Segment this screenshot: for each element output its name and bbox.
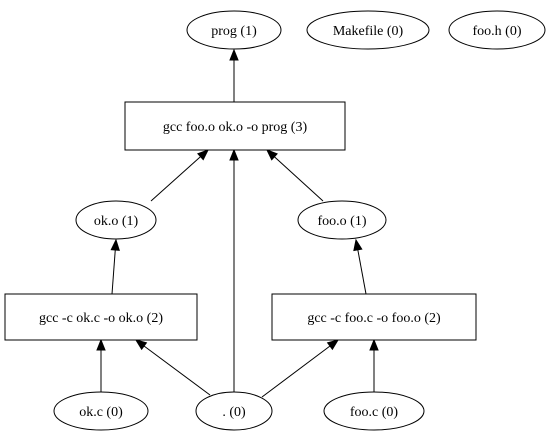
node-gcc-foo-label: gcc -c foo.c -o foo.o (2) (307, 311, 441, 326)
node-foo-c-label: foo.c (0) (350, 405, 399, 420)
edge-foo-c-to-gcc-foo (369, 338, 379, 392)
node-gcc-ok: gcc -c ok.c -o ok.o (2) (4, 293, 198, 341)
arrowhead-icon (134, 339, 148, 351)
edge-line (261, 345, 331, 398)
edge-gcc-foo-to-foo-o (353, 238, 367, 295)
node-foo-o-label: foo.o (1) (318, 214, 367, 229)
node-prog-label: prog (1) (211, 24, 257, 39)
edges-layer (96, 48, 379, 398)
node-ok-o-label: ok.o (1) (94, 214, 139, 229)
arrowhead-icon (197, 149, 210, 161)
node-makefile-label: Makefile (0) (333, 24, 404, 39)
arrowhead-icon (229, 48, 239, 61)
node-ok-o: ok.o (1) (75, 200, 157, 240)
node-gcc-link: gcc foo.o ok.o -o prog (3) (124, 101, 346, 151)
edge-gcc-ok-to-ok-o (110, 238, 120, 295)
arrowhead-icon (110, 238, 120, 251)
edge-line (357, 249, 367, 295)
edge-dot-to-gcc-foo (261, 339, 340, 398)
arrowhead-icon (369, 338, 379, 351)
node-ok-c: ok.c (0) (53, 391, 149, 431)
node-foo-c: foo.c (0) (323, 391, 425, 431)
edge-dot-to-gcc-ok (134, 339, 211, 396)
arrowhead-icon (229, 148, 239, 161)
arrowhead-icon (266, 149, 278, 161)
edge-line (143, 345, 211, 396)
edge-ok-c-to-gcc-ok (96, 338, 106, 392)
edge-line (150, 156, 201, 202)
edge-line (274, 156, 324, 202)
edge-ok-o-to-gcc-link (150, 149, 210, 202)
node-ok-c-label: ok.c (0) (79, 405, 123, 420)
node-makefile: Makefile (0) (306, 10, 430, 50)
edge-line (111, 249, 116, 295)
arrowhead-icon (326, 339, 340, 351)
node-foo-h: foo.h (0) (448, 10, 546, 50)
edge-gcc-link-to-prog (229, 48, 239, 102)
edge-foo-o-to-gcc-link (266, 149, 324, 202)
arrowhead-icon (96, 338, 106, 351)
node-dot: . (0) (195, 391, 273, 431)
node-gcc-link-label: gcc foo.o ok.o -o prog (3) (163, 120, 308, 135)
node-foo-o: foo.o (1) (297, 200, 387, 240)
node-foo-h-label: foo.h (0) (473, 24, 522, 39)
arrowhead-icon (353, 238, 363, 252)
node-gcc-foo: gcc -c foo.c -o foo.o (2) (271, 293, 477, 341)
node-dot-label: . (0) (222, 405, 246, 420)
edge-dot-to-gcc-link (229, 148, 239, 392)
node-gcc-ok-label: gcc -c ok.c -o ok.o (2) (39, 311, 163, 326)
node-prog: prog (1) (186, 10, 282, 50)
